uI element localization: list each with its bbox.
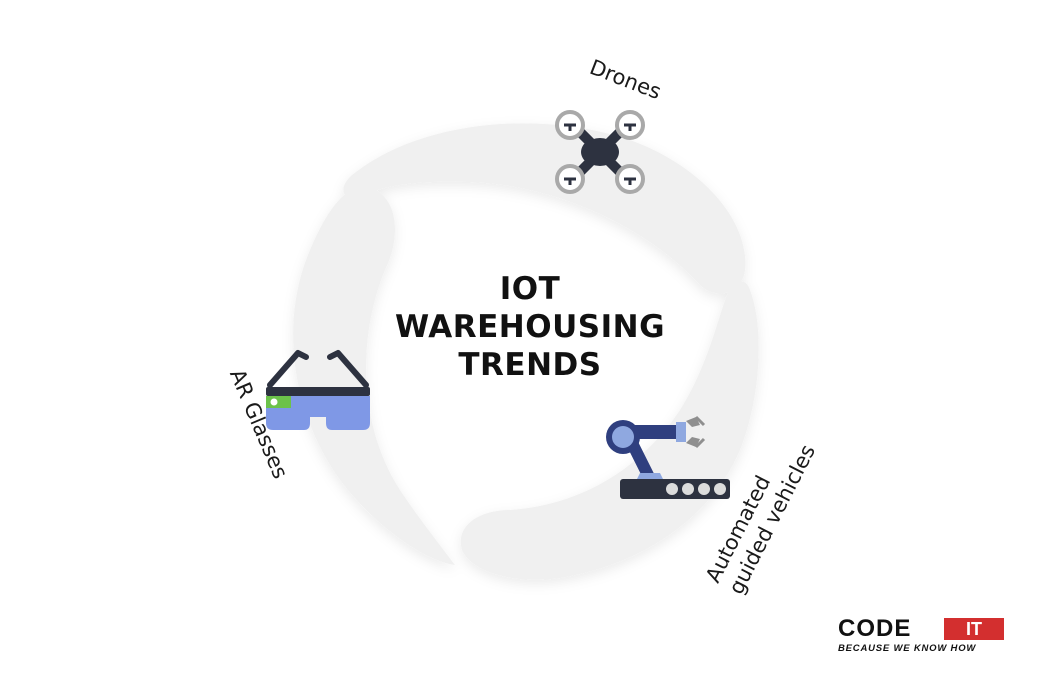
code-it-logo: CODE IT BECAUSE WE KNOW HOW — [838, 616, 1008, 656]
logo-tagline: BECAUSE WE KNOW HOW — [838, 643, 977, 654]
title-line-3: TRENDS — [458, 347, 602, 383]
robotic-arm-conveyor-icon — [606, 415, 730, 499]
ar-glasses-icon — [266, 350, 370, 430]
title-line-2: WAREHOUSING — [394, 309, 666, 345]
logo-brand: CODE — [838, 615, 912, 642]
title-line-1: IOT — [499, 271, 561, 307]
cycle-ring — [293, 123, 759, 580]
ring-segment-agv — [460, 281, 759, 580]
ring-segment-ar-glasses — [293, 186, 455, 565]
drone-icon — [555, 110, 645, 194]
diagram-title: IOT WAREHOUSING TRENDS — [360, 270, 700, 384]
ring-segment-drones — [343, 123, 746, 294]
logo-highlight: IT — [944, 618, 1004, 640]
